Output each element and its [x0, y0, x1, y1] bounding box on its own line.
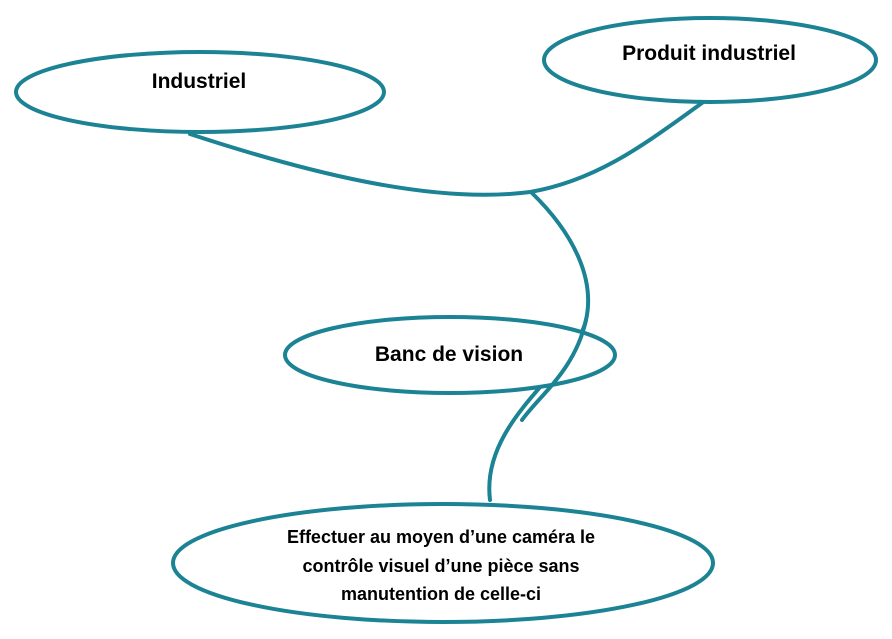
- node-banc-de-vision[interactable]: Banc de vision: [283, 315, 617, 395]
- node-industriel[interactable]: Industriel: [14, 50, 386, 134]
- node-industriel-label: Industriel: [152, 70, 247, 93]
- node-fonction-line-1: Effectuer au moyen d’une caméra le: [287, 527, 595, 547]
- node-banc-ellipse: [283, 315, 617, 395]
- node-fonction-ellipse: [171, 502, 715, 624]
- node-produit-industriel[interactable]: Produit industriel: [542, 16, 878, 104]
- edge-crossing-segment: [520, 318, 588, 422]
- node-produit-label: Produit industriel: [622, 42, 796, 65]
- node-produit-ellipse: [542, 16, 878, 104]
- node-banc-label: Banc de vision: [375, 343, 523, 366]
- edge-industriel-to-produit: [188, 101, 704, 197]
- node-fonction-line-2: contrôle visuel d’une pièce sans: [302, 556, 579, 576]
- node-fonction-line-3: manutention de celle-ci: [341, 584, 541, 604]
- node-fonction[interactable]: Effectuer au moyen d’une caméra le contr…: [171, 502, 715, 624]
- node-industriel-ellipse: [14, 50, 386, 134]
